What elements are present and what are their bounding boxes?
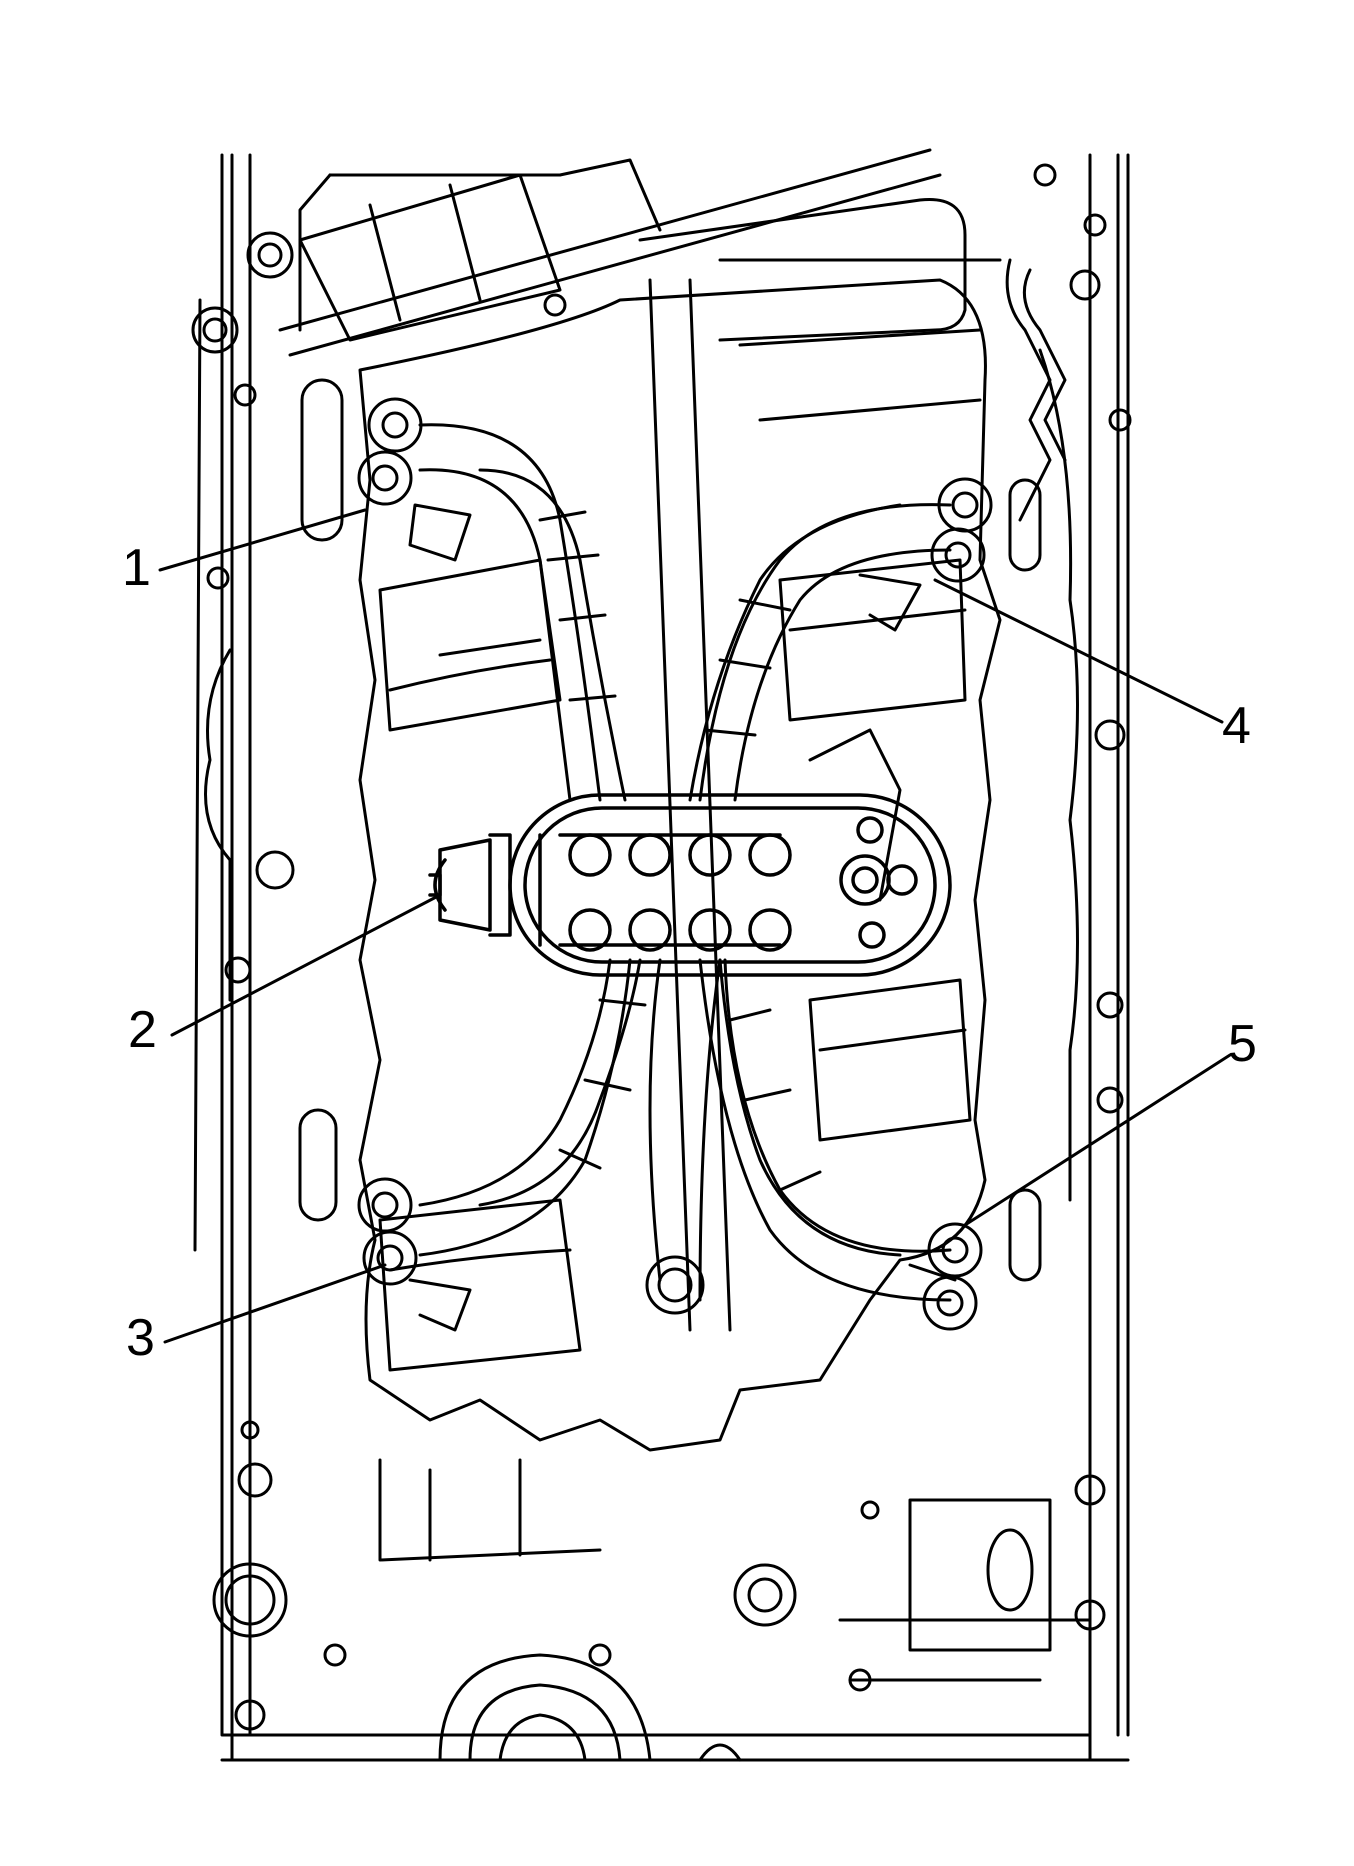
callout-1: 1 [122,539,151,597]
harness-bands [538,510,822,1192]
side-slots [298,258,1067,1282]
case-frame [220,153,1130,1762]
callout-4: 4 [1222,697,1251,755]
callout-leaders [158,508,1232,1344]
bolt-holes [191,163,1132,1731]
upper-lattice [278,148,967,357]
callout-2: 2 [128,1001,157,1059]
callout-3: 3 [126,1309,155,1367]
callout-5: 5 [1228,1015,1257,1073]
solenoid-blocks [378,558,972,1372]
pass-through-connector [428,793,952,977]
solenoid-connectors [357,397,993,1332]
lower-housing [212,1458,1092,1762]
valve-body-outline [193,258,1079,1452]
